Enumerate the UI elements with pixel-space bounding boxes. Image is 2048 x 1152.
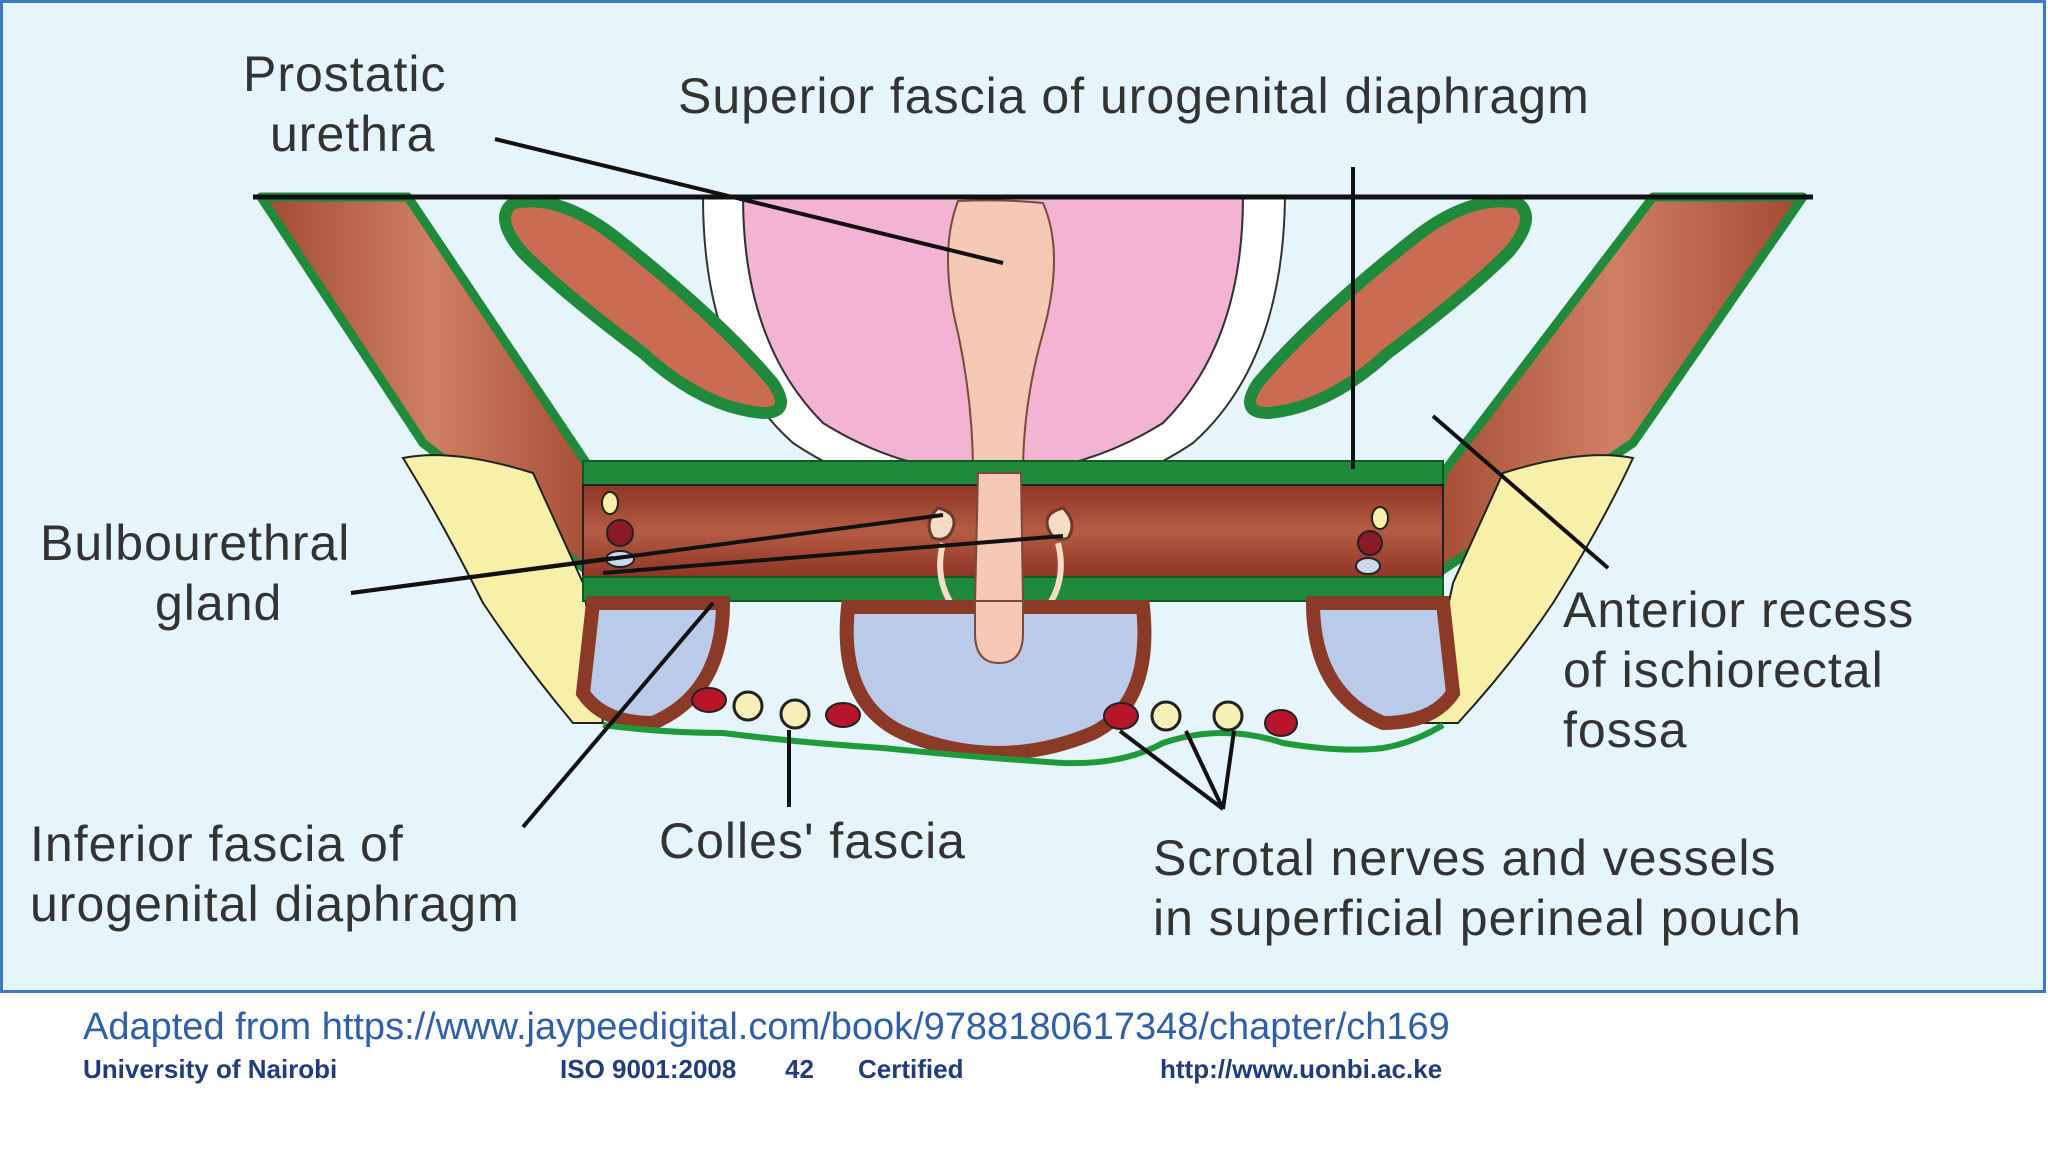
source-attribution: Adapted from https://www.jaypeedigital.c… (83, 1006, 1450, 1048)
right-crus (1305, 596, 1461, 731)
left-levator-ani (499, 195, 787, 420)
label-colles-fascia: Colles' fascia (659, 813, 966, 869)
label-superior-fascia: Superior fascia of urogenital diaphragm (678, 68, 1590, 124)
colles-fascia-line (602, 722, 1445, 767)
deep-pouch-vessels-right (1355, 506, 1389, 575)
label-scrotal-1: Scrotal nerves and vessels (1153, 830, 1777, 886)
label-scrotal-2: in superficial perineal pouch (1153, 890, 1802, 946)
footer-url[interactable]: http://www.uonbi.ac.ke (1160, 1054, 1443, 1084)
bulb-urethra (974, 600, 1024, 665)
label-anterior-recess-1: Anterior recess (1563, 582, 1914, 638)
scrotal-nerves-vessels-right (1103, 700, 1298, 737)
label-bulbourethral-2: gland (155, 575, 282, 631)
leader-lines (350, 137, 1610, 829)
footer-iso: ISO 9001:2008 (560, 1054, 737, 1084)
right-levator-ani (1244, 195, 1532, 420)
bulb-of-penis (839, 600, 1152, 760)
label-inferior-fascia-2: urogenital diaphragm (30, 876, 520, 932)
label-bulbourethral-1: Bulbourethral (40, 515, 350, 571)
right-ischiorectal-fat (1421, 454, 1635, 724)
left-ischiorectal-fat (401, 454, 605, 724)
footer-university: University of Nairobi (83, 1054, 338, 1084)
diagram-frame: Prostatic urethra Superior fascia of uro… (0, 0, 2046, 993)
footer-certified: Certified (858, 1054, 964, 1084)
label-anterior-recess-2: of ischiorectal (1563, 642, 1884, 698)
label-prostatic-urethra-2: urethra (270, 106, 435, 162)
label-prostatic-urethra-1: Prostatic (243, 46, 447, 102)
label-anterior-recess-3: fossa (1563, 702, 1688, 758)
label-inferior-fascia-1: Inferior fascia of (30, 816, 404, 872)
scrotal-nerves-vessels-left (691, 687, 861, 730)
perineum-diagram: Prostatic urethra Superior fascia of uro… (30, 46, 1914, 946)
footer-page-number: 42 (785, 1054, 814, 1084)
